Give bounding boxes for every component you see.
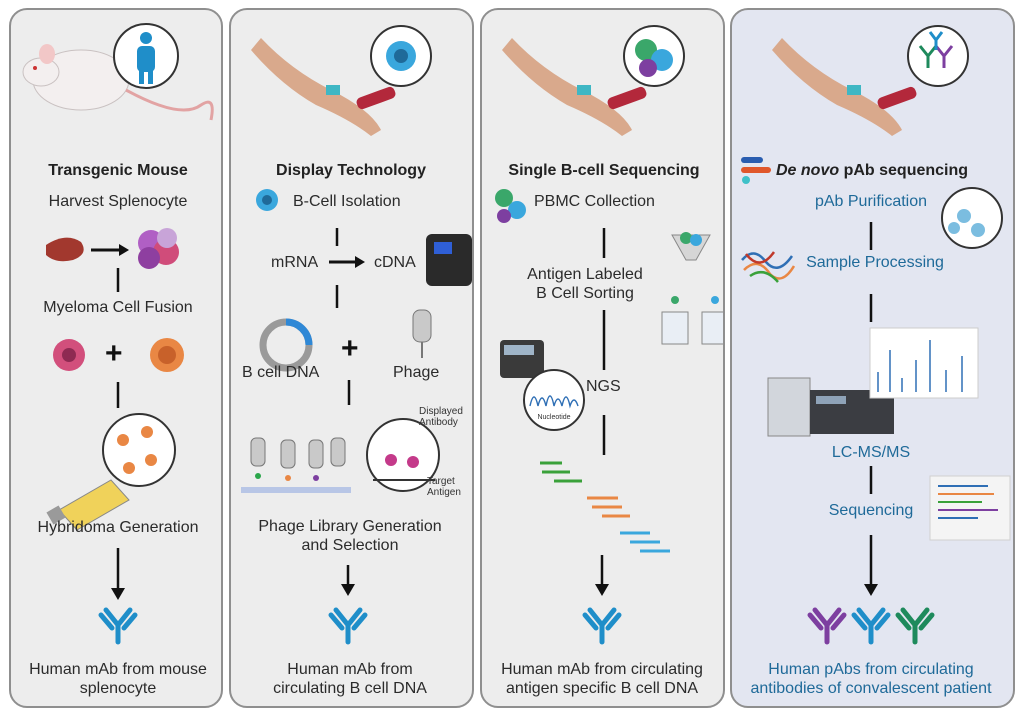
arrow-head [119,244,129,256]
arrow-head [111,588,125,600]
cdna-label: cDNA [374,254,416,271]
mouse-icon [22,44,214,121]
funnel-sorting-icon [661,232,723,345]
antibody-mix-zoom-icon [907,25,969,87]
step-sequencing: Sequencing [828,502,914,519]
panel-title: Display Technology [276,162,426,179]
chromatogram-icon [523,369,585,431]
hybridoma-zoom [102,413,176,487]
hybridoma-cell [141,426,153,438]
antibody-blue-icon [851,607,891,645]
denovo-logo-icon [741,157,771,184]
panel-display-technology: + Displ [229,8,474,708]
step-b-cell-isolation: B-Cell Isolation [293,193,401,210]
antibody-purple-icon [807,607,847,645]
antibody-icon [328,607,368,645]
pbmc-icon [495,189,526,223]
splenocyte-cluster-icon [138,228,179,269]
panel-de-novo-pab: De novo pAb sequencing pAb Purification … [730,8,1015,708]
step-hybridoma: Hybridoma Generation [37,519,199,536]
antibody-green-icon [895,607,935,645]
sequence-alignment-icon [929,475,1011,541]
phage-label: Phage [393,364,440,381]
panel-single-b-cell: Single B-cell Sequencing PBMC Collection… [480,8,725,708]
panel-title: De novo pAb sequencing [776,162,968,180]
mass-spectrum-icon [869,327,979,399]
output-label: Human pAbs from circulating antibodies o… [750,661,992,697]
ngs-label: NGS [586,378,621,395]
hybridoma-cell [117,434,129,446]
panel3-artwork [495,25,723,645]
plus-icon: + [341,332,359,365]
splenocyte-cell-icon [150,338,184,372]
panel4-artwork [741,25,1011,645]
target-antigen-label: Target Antigen [427,476,461,498]
b-cell-zoom-icon [370,25,432,87]
panel-title: Single B-cell Sequencing [508,162,700,179]
hybridoma-cell [123,462,135,474]
title-italic: De novo [776,162,840,179]
lc-ms-instrument-icon [767,377,894,437]
spleen-icon [46,237,84,262]
antigen-binding-zoom [366,418,440,492]
mrna-label: mRNA [271,254,319,271]
step-pab-purification: pAb Purification [814,193,928,210]
step-b-cell-sorting: Antigen Labeled B Cell Sorting [527,266,643,302]
antibody-icon [582,607,622,645]
arm-blood-draw-icon [502,38,647,136]
arm-blood-draw-icon [772,38,917,136]
step-sample-processing: Sample Processing [806,254,944,271]
phage-icon [412,309,432,358]
phage-library-icon [241,437,351,493]
nucleotide-label: Nucleotide [537,414,571,421]
pbmc-zoom-icon [623,25,685,87]
output-label: Human mAb from mouse splenocyte [29,661,207,697]
b-cell-icon [256,189,278,211]
flask-icon [46,479,130,531]
peptide-icon [741,251,796,283]
output-label: Human mAb from circulating B cell DNA [273,661,427,697]
arrow-head [355,256,365,268]
panel1-artwork: + [22,23,214,645]
antibody-icon [98,607,138,645]
antibody-mix-icon [941,187,1003,249]
reads-icon [540,461,670,553]
step-pbmc-collection: PBMC Collection [534,193,655,210]
step-lc-ms: LC-MS/MS [831,444,911,461]
plasmid-icon [259,318,313,372]
arrow-head [595,584,609,596]
step-myeloma-fusion: Myeloma Cell Fusion [43,299,193,316]
arm-blood-draw-icon [251,38,396,136]
plus-icon: + [105,337,123,370]
arrow-head [864,584,878,596]
sequencer-icon [500,340,544,378]
panel2-artwork: + [241,25,472,645]
panel-transgenic-mouse: + Transgenic Mouse Harvest Splenocyte My… [9,8,223,708]
human-dna-icon [113,23,179,89]
panel-title: Transgenic Mouse [48,162,188,179]
b-cell-dna-label: B cell DNA [242,364,320,381]
arrow-head [341,584,355,596]
displayed-antibody-label: Displayed Antibody [419,406,463,428]
hybridoma-cell [145,454,157,466]
step-harvest-splenocyte: Harvest Splenocyte [48,193,188,210]
pcr-machine-icon [426,234,472,286]
myeloma-cell-icon [53,339,85,371]
step-phage-library: Phage Library Generation and Selection [258,518,442,554]
title-rest: pAb sequencing [839,162,969,179]
output-label: Human mAb from circulating antigen speci… [501,661,703,697]
